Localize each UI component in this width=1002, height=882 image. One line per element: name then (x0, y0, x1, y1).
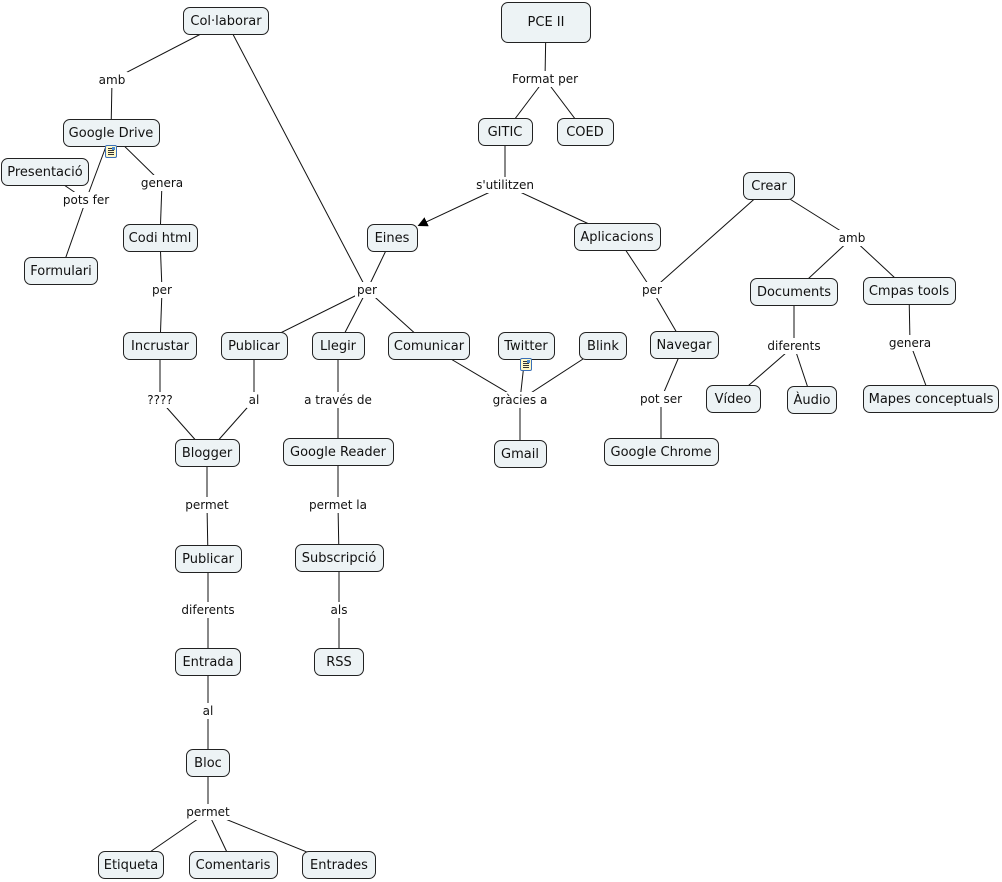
concept-blogger[interactable]: Blogger (174, 439, 240, 467)
linking-phrase-als[interactable]: als (328, 602, 350, 618)
linking-phrase-potser[interactable]: pot ser (637, 391, 685, 407)
concept-mapes[interactable]: Mapes conceptuals (863, 385, 999, 413)
concept-llegir[interactable]: Llegir (311, 332, 365, 360)
concept-video[interactable]: Vídeo (705, 385, 761, 413)
concept-aplicacions[interactable]: Aplicacions (573, 223, 661, 251)
concept-subscripcio[interactable]: Subscripció (294, 544, 384, 572)
concept-gitic[interactable]: GITIC (477, 118, 533, 146)
concept-crear[interactable]: Crear (743, 172, 795, 200)
concept-etiqueta[interactable]: Etiqueta (98, 851, 164, 879)
document-attachment-icon[interactable] (520, 358, 532, 371)
concept-incrustar[interactable]: Incrustar (123, 332, 197, 360)
concept-eines[interactable]: Eines (366, 224, 418, 252)
concept-publicar2[interactable]: Publicar (174, 545, 242, 573)
concept-presentacio[interactable]: Presentació (1, 158, 89, 186)
concept-gmail[interactable]: Gmail (493, 440, 547, 468)
concept-pce[interactable]: PCE II (501, 1, 591, 43)
concept-gdrive[interactable]: Google Drive (62, 119, 160, 147)
concept-entrada[interactable]: Entrada (175, 648, 241, 676)
concept-blink[interactable]: Blink (579, 332, 627, 360)
concept-documents[interactable]: Documents (750, 278, 838, 306)
linking-phrase-amb2[interactable]: amb (836, 230, 868, 246)
linking-phrase-per3[interactable]: per (640, 282, 664, 298)
linking-phrase-potsfer[interactable]: pots fer (60, 192, 112, 208)
concept-coed[interactable]: COED (556, 118, 614, 146)
concept-comentaris[interactable]: Comentaris (188, 851, 278, 879)
linking-phrase-genera1[interactable]: genera (138, 175, 186, 191)
concept-twitter[interactable]: Twitter (497, 332, 555, 360)
linking-phrase-traves[interactable]: a través de (302, 392, 374, 408)
concept-audio[interactable]: Àudio (787, 386, 837, 414)
linking-phrase-per2[interactable]: per (355, 282, 379, 298)
linking-phrase-genera2[interactable]: genera (886, 335, 934, 351)
linking-phrase-format[interactable]: Format per (509, 71, 581, 87)
linking-phrase-diferents2[interactable]: diferents (179, 602, 237, 618)
concept-rss[interactable]: RSS (314, 648, 364, 676)
linking-phrase-permetla[interactable]: permet la (306, 497, 370, 513)
concept-navegar[interactable]: Navegar (649, 331, 719, 359)
concept-codihtml[interactable]: Codi html (122, 224, 198, 252)
linking-phrase-al1[interactable]: al (246, 392, 262, 408)
linking-phrase-utilitzen[interactable]: s'utilitzen (474, 177, 536, 193)
linking-phrase-per1[interactable]: per (150, 282, 174, 298)
concept-formulari[interactable]: Formulari (24, 257, 98, 285)
document-attachment-icon[interactable] (105, 145, 117, 158)
concept-publicar1[interactable]: Publicar (220, 332, 288, 360)
linking-phrase-al2[interactable]: al (200, 703, 216, 719)
concept-bloc[interactable]: Bloc (186, 749, 230, 777)
concept-entrades[interactable]: Entrades (302, 851, 376, 879)
linking-phrase-q[interactable]: ???? (145, 392, 175, 408)
linking-phrase-diferents1[interactable]: diferents (765, 338, 823, 354)
concept-colaborar[interactable]: Col·laborar (183, 7, 269, 35)
concept-chrome[interactable]: Google Chrome (603, 438, 719, 466)
linking-phrase-permet1[interactable]: permet (183, 497, 231, 513)
link-crear-l_per3 (651, 185, 770, 291)
concept-comunicar[interactable]: Comunicar (388, 332, 470, 360)
link-colaborar-l_per2 (225, 20, 368, 291)
concept-greader[interactable]: Google Reader (282, 438, 394, 466)
linking-phrase-amb1[interactable]: amb (96, 72, 128, 88)
concept-cmpas[interactable]: Cmpas tools (862, 277, 956, 305)
linking-phrase-permet2[interactable]: permet (184, 804, 232, 820)
linking-phrase-gracies[interactable]: gràcies a (490, 392, 550, 408)
